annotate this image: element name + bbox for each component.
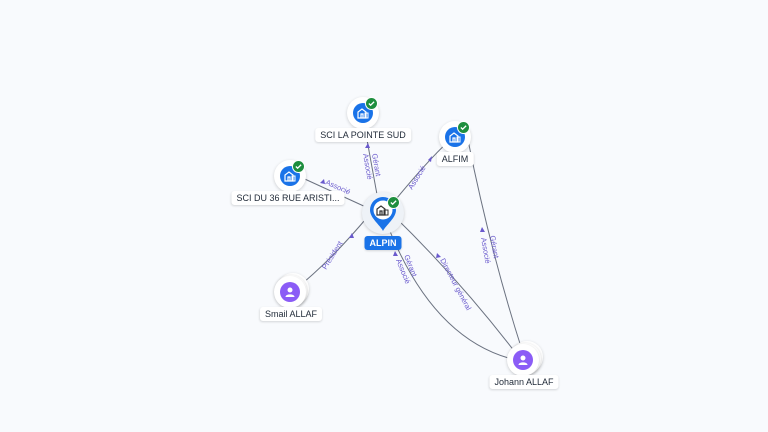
verified-check-icon: [387, 196, 400, 209]
edge-label: Directeur général: [438, 257, 473, 312]
verified-check-icon: [365, 97, 378, 110]
arrow-head: [480, 227, 485, 232]
person-icon: [280, 282, 300, 302]
node-label: SCI DU 36 RUE ARISTI...: [231, 191, 345, 205]
arrow-head: [349, 233, 354, 238]
arrow-head: [365, 143, 370, 148]
edge-johann-alfim[interactable]: [467, 139, 523, 351]
verified-check-icon: [292, 160, 305, 173]
edge-johann-alpin-directeur[interactable]: [391, 213, 519, 357]
verified-check-icon: [457, 121, 470, 134]
node-label: ALFIM: [436, 152, 474, 166]
node-label: SCI LA POINTE SUD: [315, 128, 411, 142]
edge-label: Président: [320, 239, 345, 271]
arrow-head: [436, 253, 441, 258]
arrow-head: [428, 156, 432, 162]
node-label: ALPIN: [364, 236, 402, 250]
edge-label: Associé: [361, 153, 374, 180]
arrow-head: [393, 251, 398, 256]
person-icon: [513, 350, 533, 370]
edge-label: Gérant: [488, 235, 501, 260]
edge-label: Associé: [479, 237, 492, 264]
node-label: Smail ALLAF: [259, 307, 323, 321]
edge-label: Gérant: [370, 153, 383, 178]
arrow-head: [320, 179, 325, 184]
edge-label: Associé: [406, 164, 428, 191]
node-label: Johann ALLAF: [489, 375, 559, 389]
